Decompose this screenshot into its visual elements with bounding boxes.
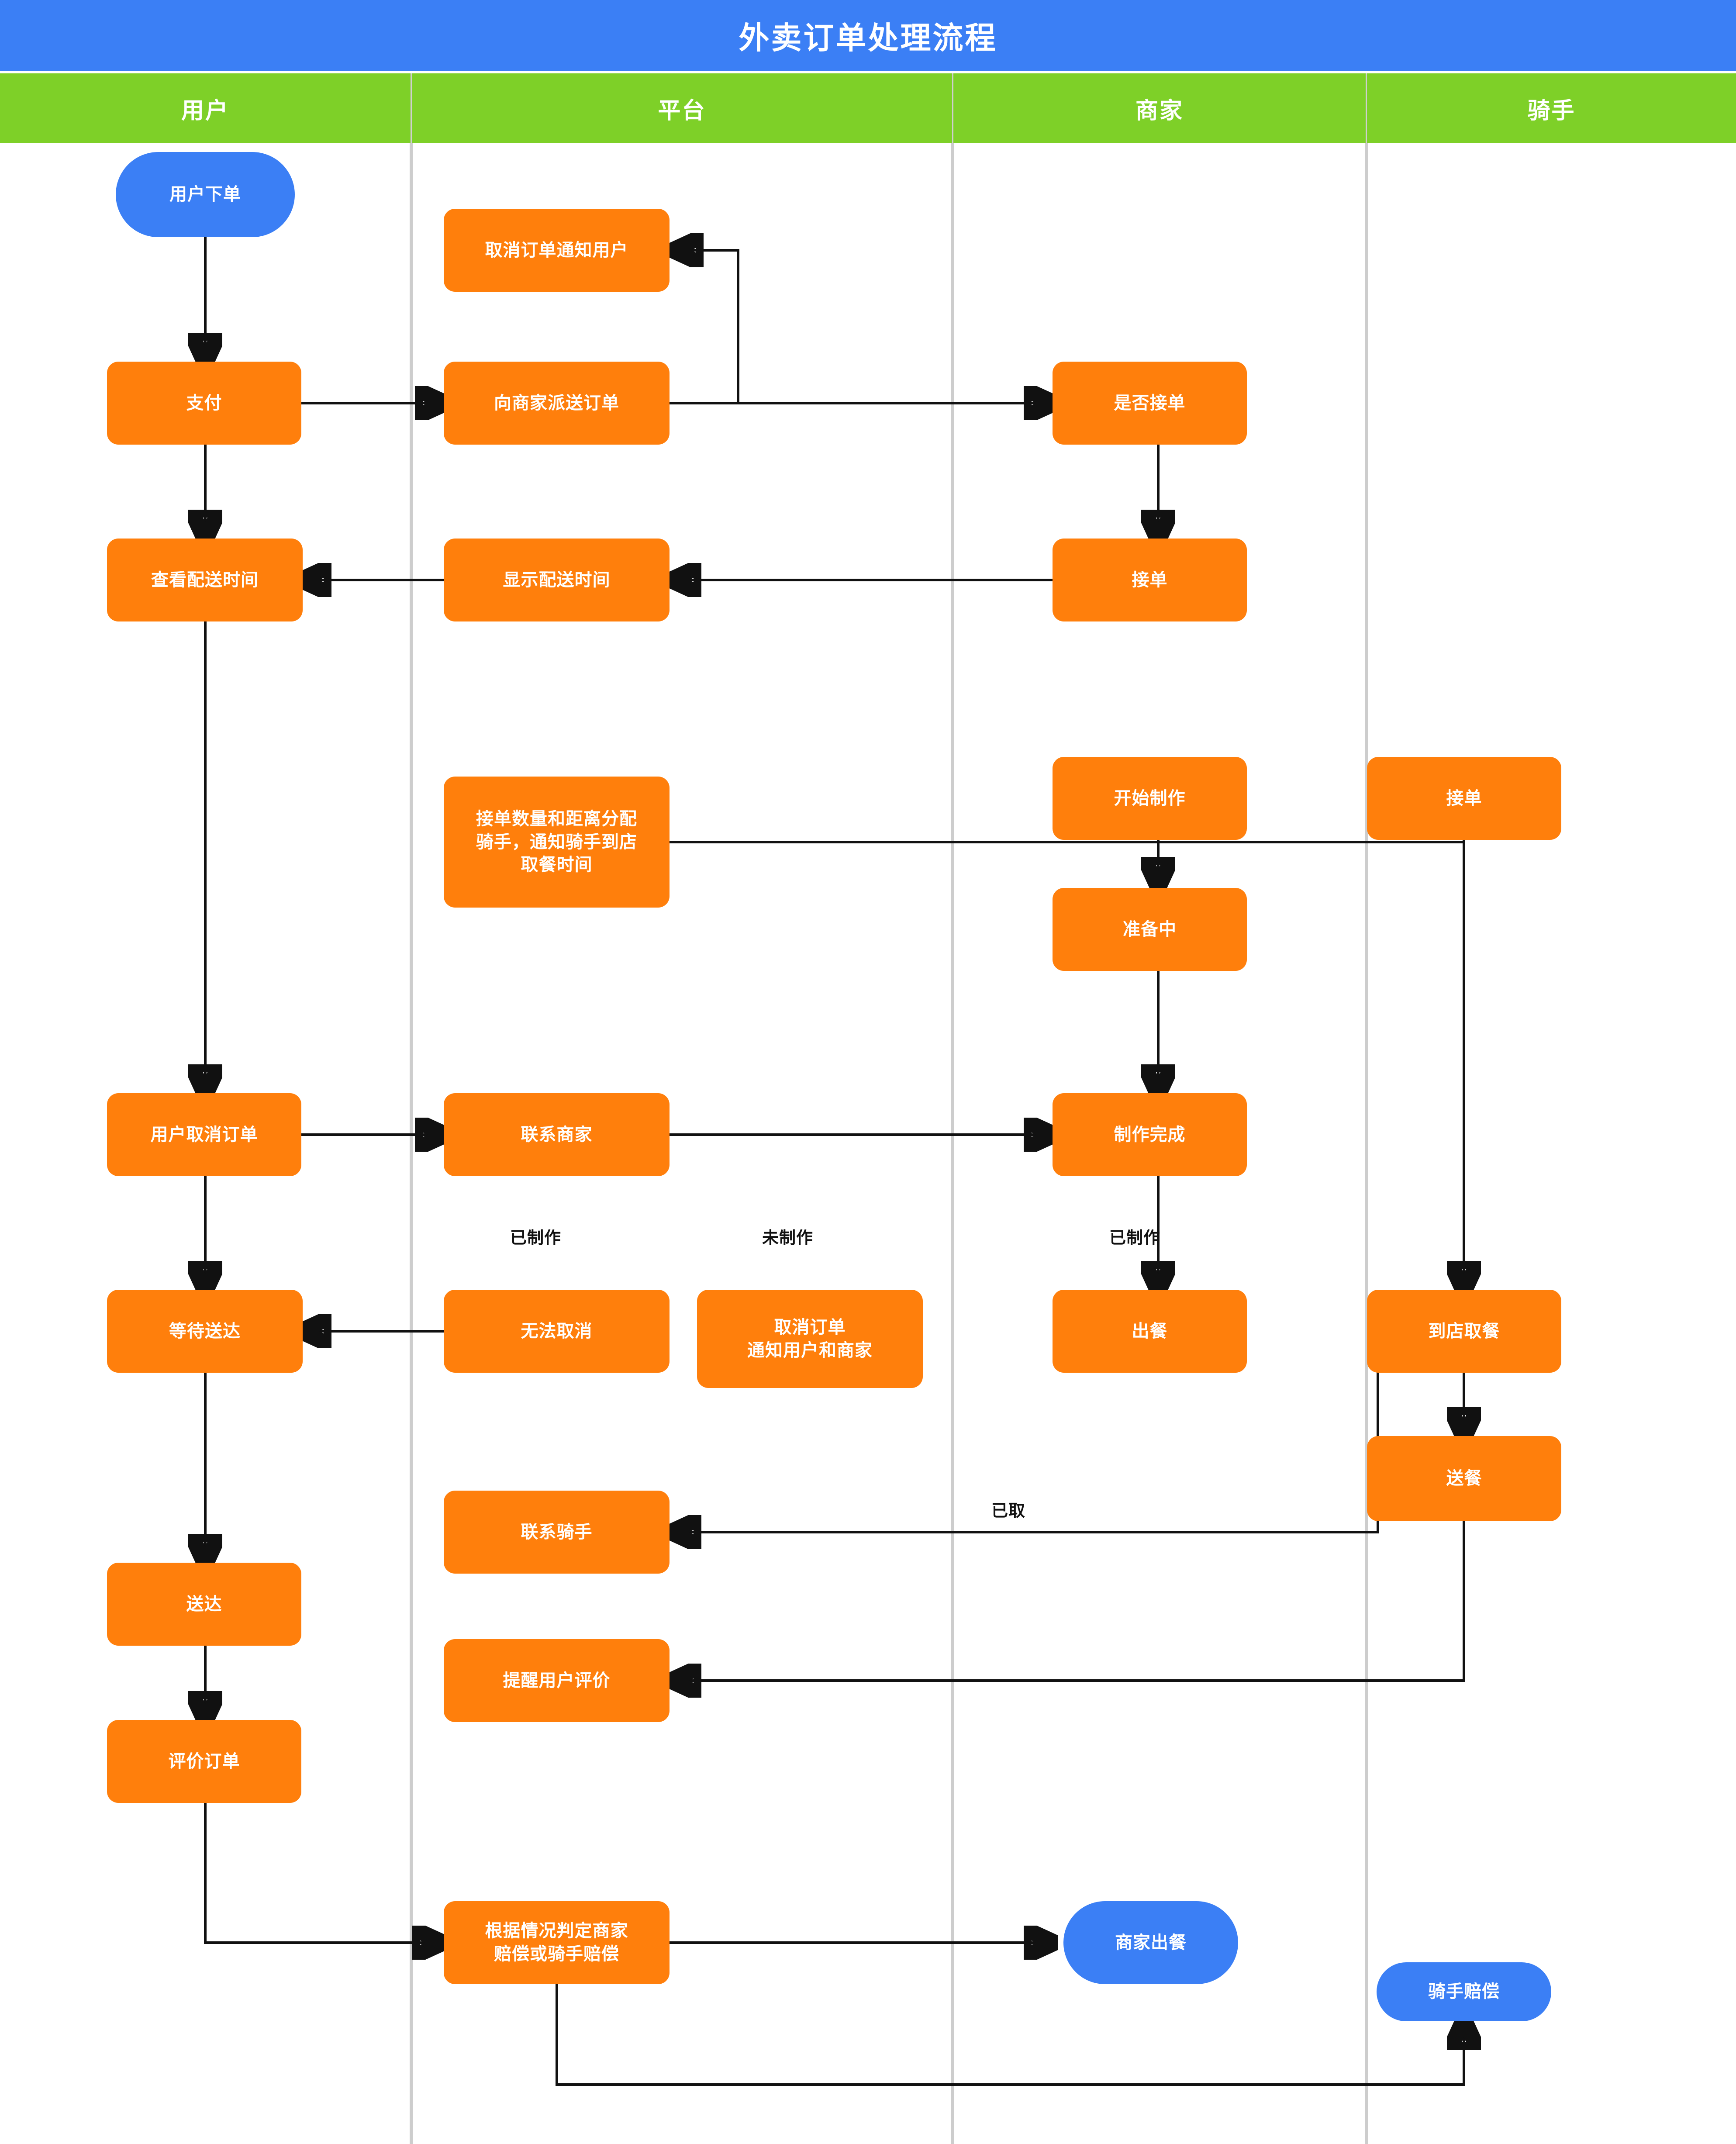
- flowchart-canvas: 用户下单 支付 查看配送时间 用户取消订单 等待送达 送达 评价订单 取消订单通…: [0, 143, 1736, 2144]
- node-accept-decision[interactable]: 是否接单: [1053, 362, 1247, 445]
- lane-header-platform: 平台: [412, 73, 952, 143]
- lane-divider-3: [1365, 143, 1368, 2144]
- lane-header-band: 用户 平台 商家 骑手: [0, 73, 1736, 143]
- node-pay[interactable]: 支付: [107, 362, 301, 445]
- node-compensation-decision[interactable]: 根据情况判定商家 赔偿或骑手赔偿: [444, 1901, 670, 1984]
- node-label: 联系商家: [521, 1125, 593, 1144]
- node-merchant-serve-terminator[interactable]: 商家出餐: [1063, 1901, 1238, 1984]
- node-remind-user-review[interactable]: 提醒用户评价: [444, 1639, 670, 1722]
- node-label: 取消订单 通知用户和商家: [747, 1317, 873, 1360]
- lane-label-merchant: 商家: [1135, 98, 1184, 124]
- node-rider-accept[interactable]: 接单: [1367, 757, 1561, 840]
- lane-header-merchant: 商家: [953, 73, 1366, 143]
- node-label: 制作完成: [1114, 1125, 1186, 1144]
- node-label: 取消订单通知用户: [485, 240, 628, 260]
- node-label: 用户取消订单: [150, 1125, 258, 1144]
- node-pickup-at-store[interactable]: 到店取餐: [1367, 1290, 1561, 1373]
- node-cancel-notify-user-and-merchant[interactable]: 取消订单 通知用户和商家: [697, 1290, 923, 1388]
- chart-title-bar: 外卖订单处理流程: [0, 0, 1736, 71]
- node-view-delivery-time[interactable]: 查看配送时间: [107, 539, 303, 621]
- node-start-making[interactable]: 开始制作: [1053, 757, 1247, 840]
- lane-divider-1: [410, 143, 413, 2144]
- node-user-place-order[interactable]: 用户下单: [116, 152, 295, 237]
- node-label: 开始制作: [1114, 788, 1186, 808]
- node-preparing[interactable]: 准备中: [1053, 888, 1247, 971]
- node-label: 根据情况判定商家 赔偿或骑手赔偿: [485, 1921, 628, 1964]
- lane-divider-2: [951, 143, 954, 2144]
- edge-label-made-merchant: 已制作: [1109, 1229, 1161, 1247]
- node-label: 查看配送时间: [151, 570, 259, 590]
- edge-decision-to-rider-compensation: [556, 1984, 1464, 2086]
- lane-label-user: 用户: [181, 98, 229, 124]
- node-dispatch-to-merchant[interactable]: 向商家派送订单: [444, 362, 670, 445]
- node-label: 用户下单: [169, 185, 241, 204]
- lane-header-user: 用户: [0, 73, 411, 143]
- node-label: 无法取消: [521, 1321, 593, 1341]
- node-cannot-cancel[interactable]: 无法取消: [444, 1290, 670, 1373]
- node-label: 评价订单: [168, 1751, 240, 1771]
- node-deliver-food[interactable]: 送餐: [1367, 1436, 1561, 1521]
- node-label: 等待送达: [169, 1321, 241, 1341]
- node-label: 到店取餐: [1428, 1321, 1500, 1341]
- node-label: 提醒用户评价: [503, 1671, 611, 1690]
- node-label: 送餐: [1446, 1469, 1482, 1488]
- node-label: 骑手赔偿: [1428, 1982, 1500, 2002]
- node-delivered[interactable]: 送达: [107, 1563, 301, 1646]
- edge-label-made-left: 已制作: [510, 1229, 562, 1247]
- node-label: 支付: [186, 393, 222, 413]
- node-review-order[interactable]: 评价订单: [107, 1720, 301, 1803]
- page-title: 外卖订单处理流程: [739, 21, 997, 55]
- lane-label-platform: 平台: [658, 98, 706, 124]
- lane-label-rider: 骑手: [1527, 98, 1576, 124]
- node-label: 是否接单: [1114, 393, 1186, 413]
- node-rider-compensation-terminator[interactable]: 骑手赔偿: [1377, 1962, 1551, 2021]
- node-contact-rider[interactable]: 联系骑手: [444, 1491, 670, 1574]
- node-label: 接单: [1446, 788, 1482, 808]
- node-label: 联系骑手: [521, 1522, 593, 1542]
- lane-header-separator-1: [411, 73, 412, 143]
- node-merchant-accept[interactable]: 接单: [1053, 539, 1247, 621]
- node-contact-merchant[interactable]: 联系商家: [444, 1093, 670, 1176]
- node-label: 向商家派送订单: [494, 393, 619, 413]
- edge-reject-to-cancel-notify: [675, 250, 739, 403]
- node-serve-food[interactable]: 出餐: [1053, 1290, 1247, 1373]
- node-label: 商家出餐: [1115, 1933, 1187, 1952]
- edge-label-not-made: 未制作: [762, 1229, 814, 1247]
- node-label: 出餐: [1132, 1321, 1168, 1341]
- node-label: 送达: [186, 1594, 222, 1614]
- node-label: 准备中: [1123, 919, 1177, 939]
- edge-deliver-to-remind-review: [673, 1521, 1465, 1681]
- edge-review-to-compensation-decision: [204, 1803, 441, 1943]
- node-label: 接单数量和距离分配 骑手，通知骑手到店 取餐时间: [476, 809, 637, 875]
- lane-header-separator-3: [1366, 73, 1367, 143]
- lane-header-separator-2: [952, 73, 953, 143]
- node-show-delivery-time[interactable]: 显示配送时间: [444, 539, 670, 621]
- node-label: 接单: [1132, 570, 1168, 590]
- node-making-complete[interactable]: 制作完成: [1053, 1093, 1247, 1176]
- node-label: 显示配送时间: [503, 570, 611, 590]
- node-assign-rider-notify[interactable]: 接单数量和距离分配 骑手，通知骑手到店 取餐时间: [444, 777, 670, 908]
- lane-header-rider: 骑手: [1367, 73, 1736, 143]
- edge-label-picked-up: 已取: [991, 1502, 1026, 1520]
- node-cancel-order-notify-user[interactable]: 取消订单通知用户: [444, 209, 670, 292]
- node-wait-for-delivery[interactable]: 等待送达: [107, 1290, 303, 1373]
- node-user-cancel-order[interactable]: 用户取消订单: [107, 1093, 301, 1176]
